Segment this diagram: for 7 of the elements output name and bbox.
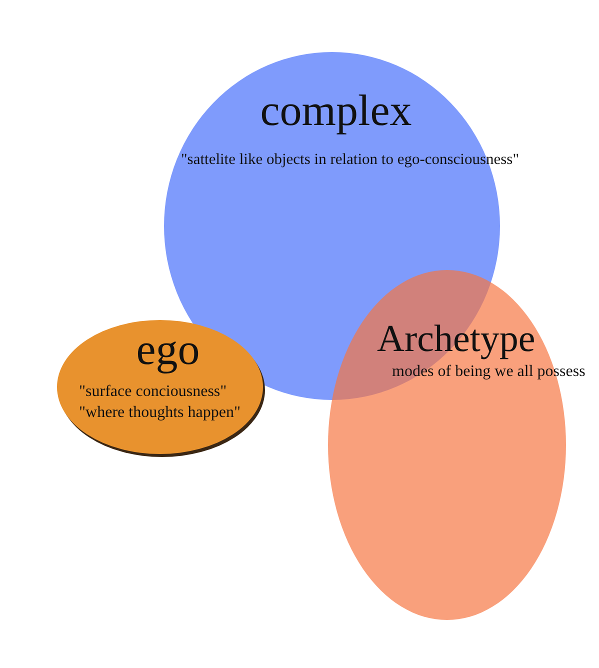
description: "surface conciousness" xyxy=(79,384,227,400)
heading: Archetype xyxy=(377,320,536,358)
description: "sattelite like objects in relation to ego-consciousness" xyxy=(180,152,520,168)
venn-ellipse xyxy=(57,320,265,457)
heading: complex xyxy=(260,89,412,133)
description: "where thoughts happen" xyxy=(79,405,240,421)
heading: ego xyxy=(136,328,200,372)
